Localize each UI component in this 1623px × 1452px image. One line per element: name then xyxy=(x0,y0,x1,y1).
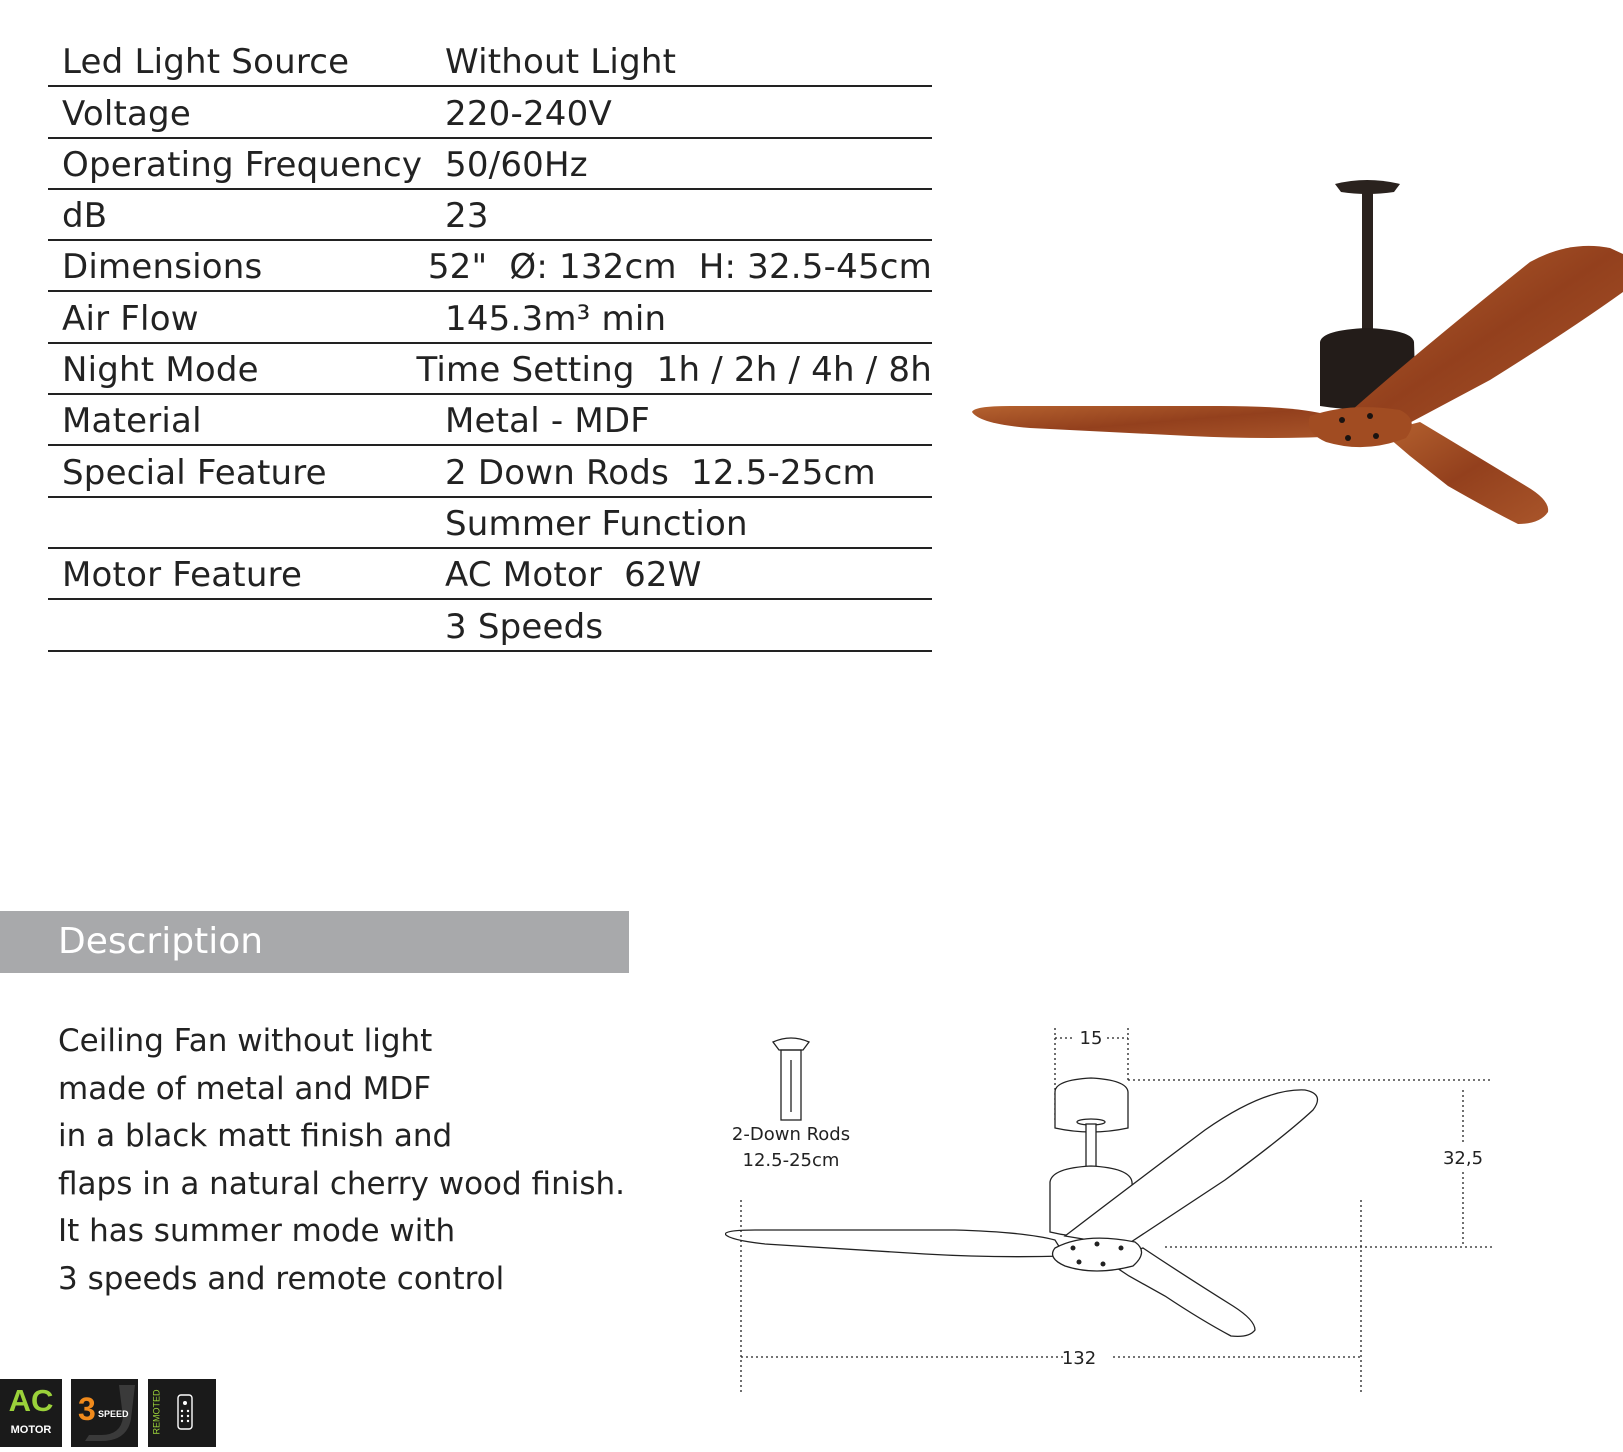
ac-motor-badge: AC MOTOR xyxy=(0,1379,62,1447)
badge-speed-number: 3 xyxy=(78,1391,96,1427)
canopy xyxy=(1335,180,1400,194)
spec-label: Night Mode xyxy=(62,350,259,391)
spec-row: Operating Frequency 50/60Hz xyxy=(48,139,932,190)
spec-label: Motor Feature xyxy=(62,555,303,596)
spec-row: 3 Speeds xyxy=(48,600,932,652)
spec-label: Led Light Source xyxy=(62,42,350,83)
spec-label: dB xyxy=(62,196,108,237)
down-rod xyxy=(1362,192,1373,340)
remote-badge: REMOTED xyxy=(148,1379,216,1447)
spec-value: 50/60Hz xyxy=(445,144,588,185)
canopy-width-label: 15 xyxy=(1080,1028,1103,1049)
spec-label: Special Feature xyxy=(62,452,327,493)
spec-label: Operating Frequency xyxy=(62,144,423,185)
spec-row: Voltage 220-240V xyxy=(48,87,932,139)
rods-length-label: 12.5-25cm xyxy=(743,1150,840,1171)
description-text: Ceiling Fan without light made of metal … xyxy=(58,1018,625,1303)
spec-row: Air Flow 145.3m³ min xyxy=(48,292,932,344)
badge-ac-text: AC xyxy=(8,1383,54,1418)
spec-value: AC Motor 62W xyxy=(445,555,702,596)
spec-row: Dimensions 52" Ø: 132cm H: 32.5-45cm xyxy=(48,241,932,293)
spec-row: Material Metal - MDF xyxy=(48,395,932,447)
spec-row: Summer Function xyxy=(48,498,932,549)
spec-value: Metal - MDF xyxy=(445,401,651,442)
spec-label: Material xyxy=(62,401,202,442)
spec-row: Led Light Source Without Light xyxy=(48,36,932,88)
description-line: made of metal and MDF xyxy=(58,1070,432,1107)
spec-value: 2 Down Rods 12.5-25cm xyxy=(445,452,876,493)
fan-blade xyxy=(1382,422,1549,524)
fan-blade xyxy=(972,406,1346,438)
speed-swoosh-icon xyxy=(85,1385,135,1441)
description-heading: Description xyxy=(0,911,629,973)
spec-value: 145.3m³ min xyxy=(445,298,667,339)
description-line: Ceiling Fan without light xyxy=(58,1023,433,1059)
spec-label: Dimensions xyxy=(62,247,263,288)
description-line: in a black matt finish and xyxy=(58,1118,453,1154)
spec-value: 52" Ø: 132cm H: 32.5-45cm xyxy=(427,247,932,288)
description-line: flaps in a natural cherry wood finish. xyxy=(58,1165,625,1202)
spec-value: Summer Function xyxy=(445,503,748,544)
spec-value: 23 xyxy=(445,196,489,237)
height-label: 32,5 xyxy=(1443,1148,1483,1169)
badge-remote-text: REMOTED xyxy=(151,1389,162,1435)
spec-value: 220-240V xyxy=(445,93,612,134)
spec-value: Without Light xyxy=(445,42,677,83)
spec-value: 3 Speeds xyxy=(445,606,604,647)
badge-speed-text: SPEED xyxy=(98,1409,129,1419)
spec-row: dB 23 xyxy=(48,190,932,242)
spec-row: Night Mode Time Setting 1h / 2h / 4h / 8h xyxy=(48,344,932,396)
fan-blade xyxy=(1352,245,1623,428)
down-rod-icon xyxy=(771,1037,811,1121)
description-line: 3 speeds and remote control xyxy=(58,1260,505,1297)
spec-label: Air Flow xyxy=(62,298,199,339)
dimension-diagram: 2-Down Rods 12.5-25cm 15 32,5 132 xyxy=(725,1028,1493,1392)
remote-control-icon xyxy=(177,1394,193,1430)
fan-hub xyxy=(1308,407,1412,448)
diameter-label: 132 xyxy=(1062,1348,1096,1369)
spec-row: Motor Feature AC Motor 62W xyxy=(48,549,932,601)
spec-label: Voltage xyxy=(62,93,191,134)
rods-label: 2-Down Rods xyxy=(732,1124,850,1145)
spec-value: Time Setting 1h / 2h / 4h / 8h xyxy=(416,350,932,391)
description-line: It has summer mode with xyxy=(58,1213,456,1249)
badge-motor-text: MOTOR xyxy=(10,1424,52,1436)
spec-table: Led Light Source Without Light Voltage 220… xyxy=(48,36,932,652)
spec-row: Special Feature 2 Down Rods 12.5-25cm xyxy=(48,446,932,498)
speed-badge: 3 SPEED xyxy=(71,1379,138,1447)
ceiling-fan-photo xyxy=(972,180,1623,524)
